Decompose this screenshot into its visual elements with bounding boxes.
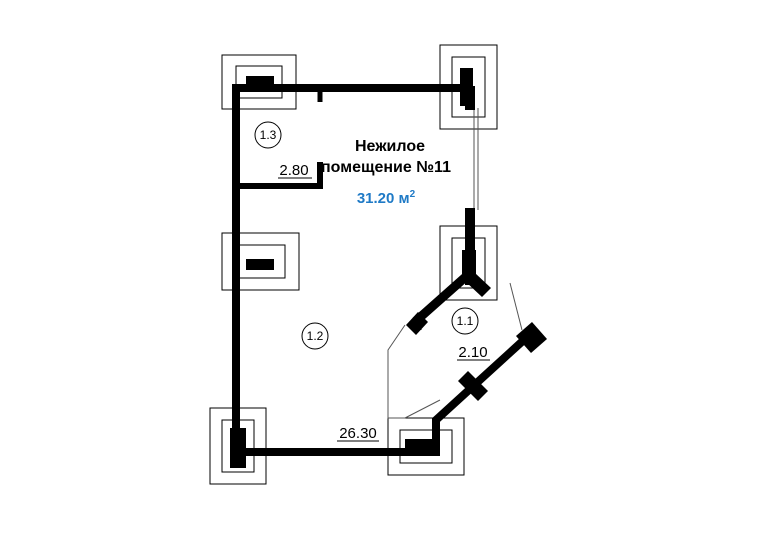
entrance-diagonal — [404, 399, 441, 419]
thin-lines — [387, 108, 523, 419]
column-top-left — [221, 54, 297, 110]
wall-blocks — [230, 68, 547, 468]
block-right-wall — [462, 250, 476, 280]
room-marker-1-3: 1.3 — [254, 121, 282, 149]
block-bottom-left — [230, 428, 246, 468]
room-circle — [451, 307, 479, 335]
column-bottom-right — [387, 417, 465, 476]
unit-title: Нежилое помещение №11 31.20 м2 — [321, 138, 451, 207]
block-mid-left — [246, 259, 274, 270]
block-door-end — [466, 273, 491, 297]
room-number: 1.2 — [307, 329, 324, 343]
room-circle — [301, 322, 329, 350]
unit-name-line-2: помещение №11 — [321, 159, 451, 176]
block-entrance-end — [406, 312, 428, 335]
area-label-1-2: 26.30 — [337, 425, 379, 442]
room-area: 2.10 — [458, 344, 487, 361]
exterior-wall — [232, 89, 529, 456]
door-swing-line — [509, 282, 523, 331]
entrance-outline — [387, 324, 406, 419]
room-marker-1-2: 1.2 — [301, 322, 329, 350]
unit-name-line-1: Нежилое — [355, 138, 425, 155]
block-bottom-right — [405, 439, 433, 451]
unit-area-superscript: 2 — [410, 189, 416, 200]
room-circle — [254, 121, 282, 149]
room-area: 2.80 — [279, 162, 308, 179]
room-marker-1-1: 1.1 — [451, 307, 479, 335]
block-mid-diagonal — [458, 371, 488, 401]
block-top-right — [460, 68, 473, 106]
room-number: 1.1 — [457, 314, 474, 328]
unit-area: 31.20 м2 — [357, 189, 416, 207]
room-number: 1.3 — [260, 128, 277, 142]
room-area: 26.30 — [339, 425, 377, 442]
unit-area-value: 31.20 м — [357, 190, 410, 207]
area-label-1-1: 2.10 — [457, 344, 490, 361]
area-label-1-3: 2.80 — [278, 162, 312, 179]
block-wall-end — [516, 322, 547, 353]
block-top-left — [246, 76, 274, 86]
wc-partition — [236, 162, 323, 189]
